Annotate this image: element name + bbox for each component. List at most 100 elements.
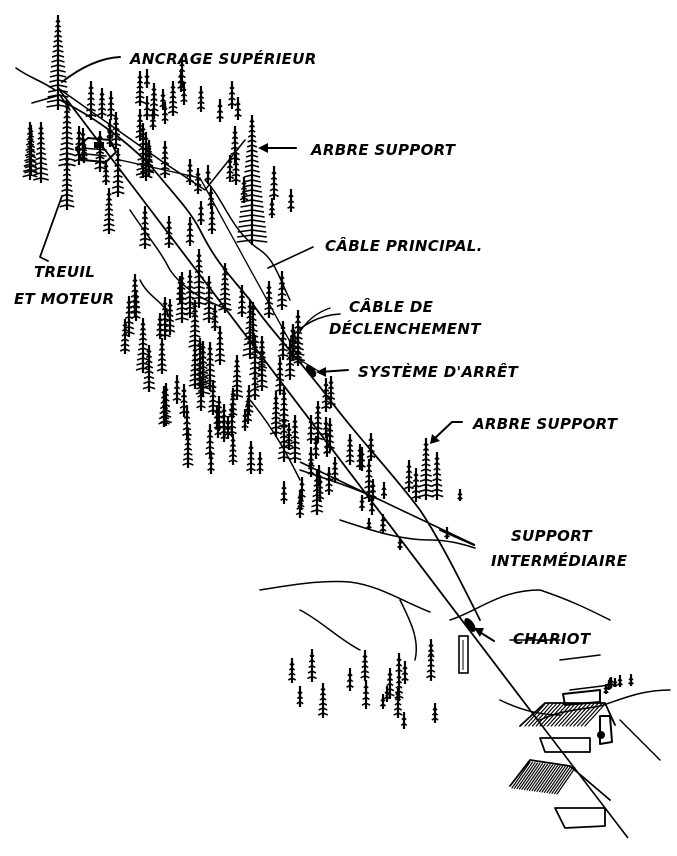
label-ancrage-superieur: ANCRAGE SUPÉRIEUR bbox=[129, 49, 317, 68]
conifer-tree bbox=[101, 160, 111, 185]
leader-cable-principal bbox=[267, 246, 314, 269]
conifer-tree bbox=[295, 491, 305, 518]
conifer-tree bbox=[231, 152, 241, 185]
conifer-tree bbox=[288, 415, 302, 463]
conifer-tree bbox=[263, 281, 275, 318]
support-tree-lower bbox=[417, 438, 435, 500]
label-treuil: TREUIL bbox=[34, 263, 95, 281]
conifer-tree bbox=[228, 434, 238, 465]
conifer-tree bbox=[139, 206, 151, 249]
leader-cable-declenchement bbox=[289, 313, 341, 341]
arrowhead-arbre-support-2 bbox=[430, 434, 440, 444]
conifer-tree bbox=[250, 366, 260, 400]
support-tree-lower-2 bbox=[430, 452, 444, 500]
conifer-tree bbox=[379, 694, 387, 709]
label-chariot: CHARIOT bbox=[513, 630, 592, 648]
conifer-tree bbox=[397, 537, 403, 550]
carriage bbox=[458, 618, 476, 674]
conifer-tree bbox=[207, 380, 219, 415]
conifer-tree bbox=[284, 423, 294, 450]
conifer-tree bbox=[307, 649, 317, 682]
conifer-tree bbox=[603, 684, 609, 694]
conifer-tree bbox=[135, 318, 151, 373]
conifer-tree bbox=[431, 703, 439, 723]
conifer-tree bbox=[216, 99, 224, 122]
conifer-tree bbox=[33, 122, 49, 183]
conifer-tree bbox=[110, 112, 122, 149]
conifer-tree bbox=[617, 675, 623, 687]
conifer-tree bbox=[278, 387, 290, 430]
conifer-tree bbox=[612, 678, 618, 687]
conifer-tree bbox=[177, 69, 185, 92]
stop-system-device bbox=[305, 364, 317, 378]
conifer-tree bbox=[427, 639, 435, 660]
label-cable-principal: CÂBLE PRINCIPAL. bbox=[325, 236, 483, 255]
conifer-tree bbox=[164, 216, 174, 248]
conifer-tree bbox=[345, 434, 355, 465]
conifer-tree bbox=[119, 319, 131, 354]
conifer-tree bbox=[361, 680, 371, 709]
conifer-tree bbox=[175, 272, 189, 323]
conifer-tree bbox=[183, 270, 197, 318]
conifer-tree bbox=[269, 392, 283, 437]
conifer-tree bbox=[324, 467, 334, 495]
conifer-tree bbox=[203, 342, 217, 391]
conifer-tree bbox=[196, 86, 206, 112]
forest bbox=[22, 15, 634, 729]
conifer-tree bbox=[628, 674, 634, 686]
label-systeme-arret: SYSTÈME D'ARRÊT bbox=[358, 362, 520, 381]
conifer-tree bbox=[213, 396, 225, 431]
support-tree-upper bbox=[236, 115, 268, 245]
conifer-tree bbox=[123, 296, 135, 337]
conifer-tree bbox=[358, 495, 366, 511]
conifer-tree bbox=[185, 217, 195, 246]
conifer-tree bbox=[312, 401, 324, 443]
conifer-tree bbox=[179, 384, 189, 417]
conifer-tree bbox=[85, 81, 97, 120]
conifer-tree bbox=[227, 81, 237, 109]
conifer-tree bbox=[274, 357, 286, 395]
conifer-tree bbox=[395, 653, 403, 675]
conifer-tree bbox=[269, 166, 279, 200]
conifer-tree bbox=[306, 415, 316, 444]
conifer-tree bbox=[188, 344, 202, 389]
conifer-tree bbox=[401, 661, 409, 684]
upper-anchor-tree bbox=[46, 15, 70, 110]
arrowhead-arbre-support-1 bbox=[258, 143, 268, 153]
conifer-tree bbox=[102, 188, 116, 234]
leader-lines bbox=[39, 56, 495, 642]
conifer-tree bbox=[143, 140, 155, 176]
conifer-tree bbox=[195, 341, 211, 397]
conifer-tree bbox=[237, 285, 247, 317]
conifer-tree bbox=[287, 658, 297, 683]
conifer-tree bbox=[225, 155, 235, 182]
conifer-tree bbox=[296, 686, 304, 707]
conifer-tree bbox=[246, 441, 256, 474]
conifer-tree bbox=[111, 148, 125, 197]
conifer-tree bbox=[202, 276, 216, 323]
leader-treuil bbox=[39, 195, 63, 262]
conifer-tree bbox=[239, 177, 249, 203]
conifer-tree bbox=[363, 459, 375, 502]
conifer-tree bbox=[268, 198, 276, 218]
arrowhead-chariot bbox=[474, 628, 484, 637]
labels: ANCRAGE SUPÉRIEUR ARBRE SUPPORT CÂBLE PR… bbox=[14, 49, 627, 648]
conifer-tree bbox=[167, 81, 179, 116]
conifer-tree bbox=[159, 141, 171, 178]
conifer-tree bbox=[193, 168, 203, 194]
conifer-tree bbox=[220, 420, 228, 442]
conifer-tree bbox=[360, 650, 370, 681]
conifer-tree bbox=[142, 345, 156, 392]
label-arbre-support-mid: ARBRE SUPPORT bbox=[472, 415, 619, 433]
conifer-tree bbox=[197, 201, 205, 225]
main-cable bbox=[57, 87, 531, 711]
conifer-tree bbox=[159, 89, 167, 110]
conifer-tree bbox=[404, 460, 414, 492]
conifer-tree bbox=[207, 451, 215, 474]
conifer-tree bbox=[608, 677, 614, 686]
conifer-tree bbox=[321, 378, 331, 412]
conifer-tree bbox=[315, 476, 325, 502]
conifer-tree bbox=[325, 418, 335, 452]
conifer-tree bbox=[218, 263, 232, 313]
